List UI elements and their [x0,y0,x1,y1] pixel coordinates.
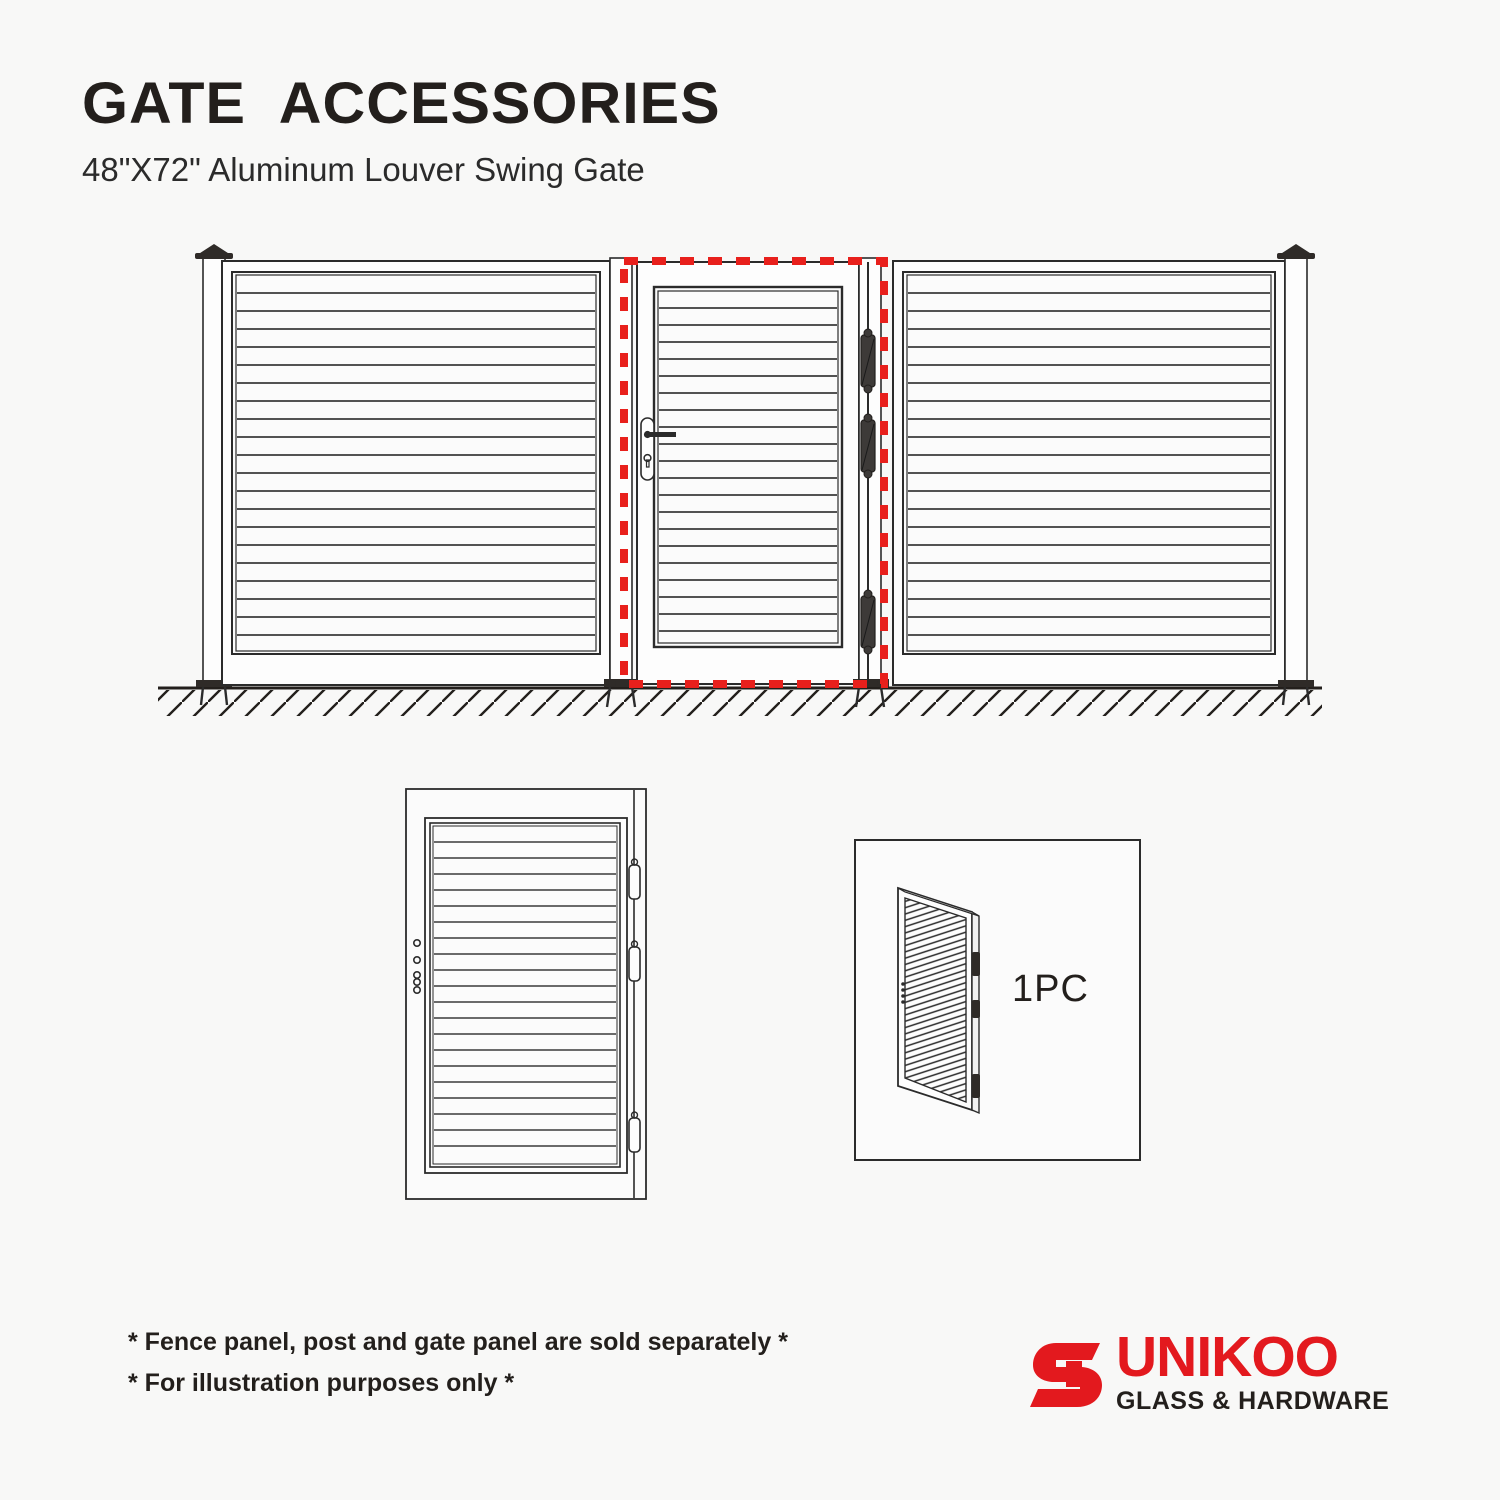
note-line-2: * For illustration purposes only * [128,1368,515,1397]
gate-hinges [860,328,876,655]
left-louver-fence-panel [221,260,611,686]
main-elevation [158,244,1322,716]
isometric-louver-gate [897,886,980,1115]
mounting-holes [412,938,421,994]
ground [158,686,1322,716]
gate-handle [640,417,676,481]
post-gate-latch-side [604,257,640,708]
unikoo-mark-icon [1030,1343,1102,1407]
page-title: GATE ACCESSORIES [82,71,721,136]
detail-hinges [628,858,641,1153]
post-left [195,244,233,706]
post-gate-hinge-side [853,257,889,708]
post-right [1277,244,1315,706]
quantity-label: 1PC [1012,968,1089,1010]
gate-highlight-marquee [620,257,888,688]
note-line-1: * Fence panel, post and gate panel are s… [128,1328,788,1356]
logo-brand-name: UNIKOO [1116,1325,1339,1390]
footer-notes: * Fence panel, post and gate panel are s… [128,1322,1028,1403]
center-louver-swing-gate [636,261,860,685]
brand-logo: UNIKOO GLASS & HARDWARE [1030,1318,1430,1428]
logo-text: UNIKOO GLASS & HARDWARE [1116,1325,1390,1416]
right-louver-fence-panel [892,260,1286,686]
logo-tagline: GLASS & HARDWARE [1116,1387,1390,1416]
header: GATE ACCESSORIES 48"X72" Aluminum Louver… [82,75,1282,189]
page-subtitle: 48"X72" Aluminum Louver Swing Gate [82,151,645,188]
quantity-box [854,839,1141,1161]
gate-panel-detail [405,788,647,1200]
